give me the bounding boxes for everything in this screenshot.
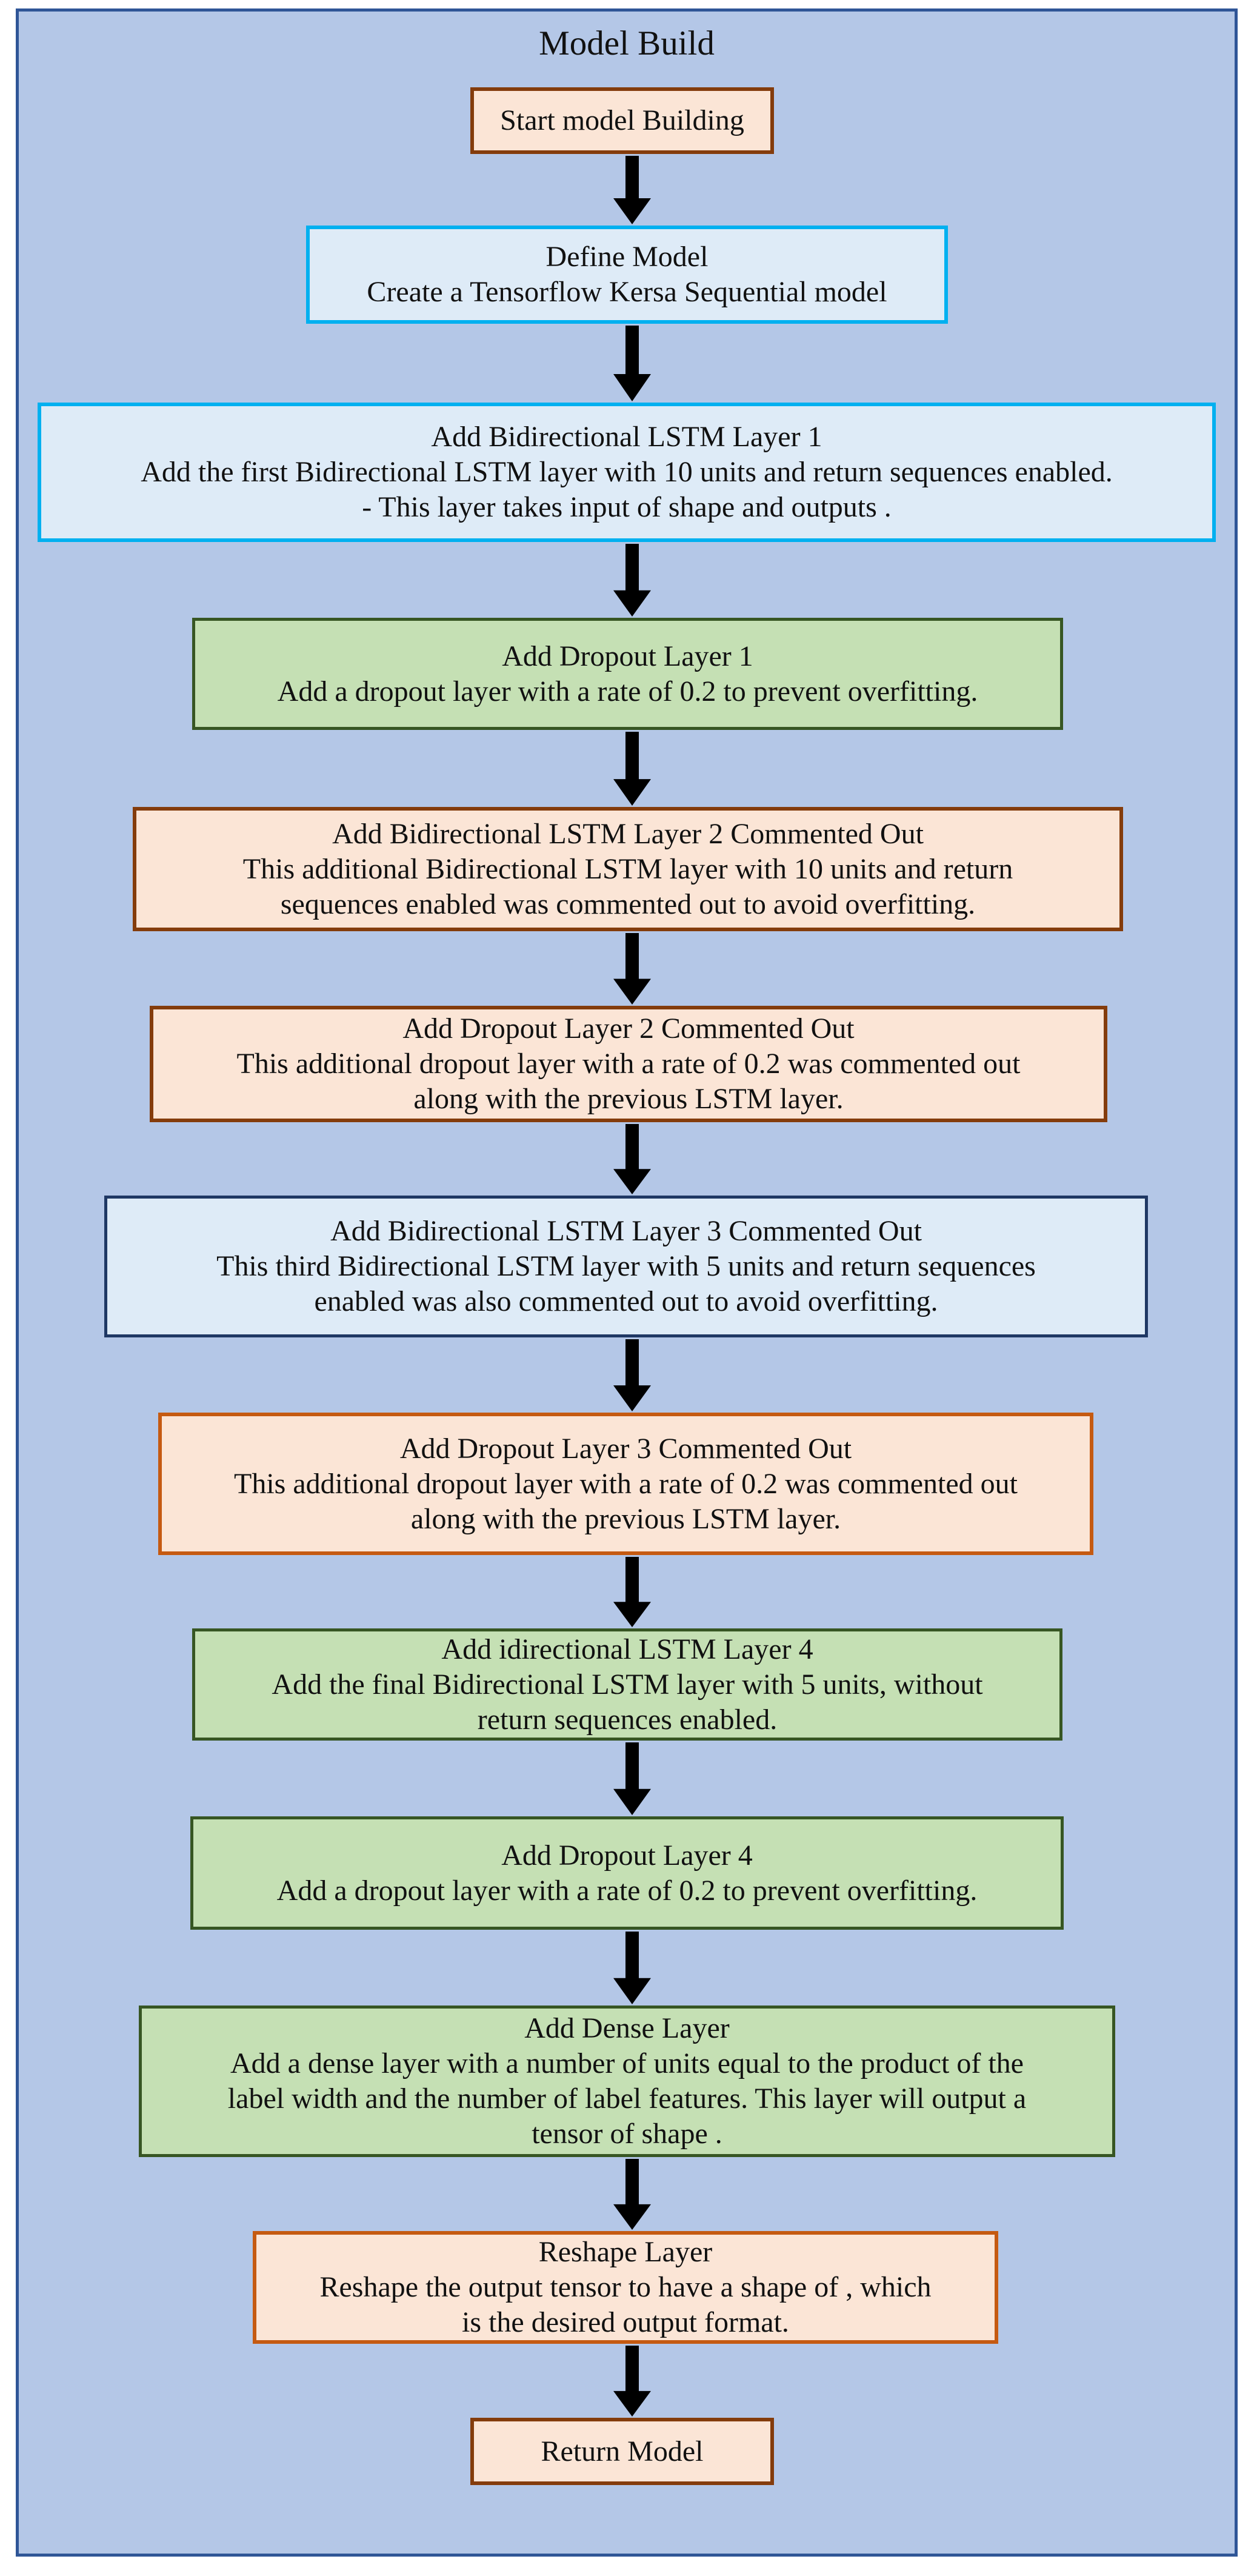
bilstm-layer-3-desc-1: This third Bidirectional LSTM layer with… bbox=[216, 1250, 1036, 1282]
bilstm-layer-3-desc-2: enabled was also commented out to avoid … bbox=[314, 1285, 938, 1317]
reshape-layer-title: Reshape Layer bbox=[538, 2236, 713, 2268]
dropout-layer-3-node: Add Dropout Layer 3 Commented Out This a… bbox=[158, 1413, 1093, 1555]
return-model-node: Return Model bbox=[470, 2418, 774, 2485]
flow-arrow bbox=[611, 326, 653, 401]
dense-layer-title: Add Dense Layer bbox=[524, 2012, 730, 2044]
bilstm-layer-4-desc-2: return sequences enabled. bbox=[477, 1703, 778, 1736]
flow-arrow bbox=[611, 933, 653, 1005]
bilstm-layer-2-node: Add Bidirectional LSTM Layer 2 Commented… bbox=[133, 807, 1123, 931]
flow-arrow bbox=[611, 732, 653, 806]
define-model-node: Define Model Create a Tensorflow Kersa S… bbox=[306, 226, 948, 324]
bilstm-layer-1-node: Add Bidirectional LSTM Layer 1 Add the f… bbox=[38, 403, 1216, 542]
bilstm-layer-4-node: Add idirectional LSTM Layer 4 Add the fi… bbox=[192, 1628, 1062, 1741]
bilstm-layer-3-node: Add Bidirectional LSTM Layer 3 Commented… bbox=[104, 1196, 1148, 1337]
reshape-layer-node: Reshape Layer Reshape the output tensor … bbox=[253, 2231, 998, 2344]
dropout-layer-1-desc: Add a dropout layer with a rate of 0.2 t… bbox=[277, 675, 978, 708]
dropout-layer-1-node: Add Dropout Layer 1 Add a dropout layer … bbox=[192, 618, 1063, 730]
dropout-layer-2-desc-1: This additional dropout layer with a rat… bbox=[236, 1048, 1021, 1080]
bilstm-layer-1-desc-2: - This layer takes input of shape and ou… bbox=[362, 491, 892, 523]
dense-layer-desc-3: tensor of shape . bbox=[532, 2118, 722, 2150]
dropout-layer-3-desc-2: along with the previous LSTM layer. bbox=[410, 1502, 841, 1535]
define-model-desc: Create a Tensorflow Kersa Sequential mod… bbox=[367, 276, 887, 308]
return-model-label: Return Model bbox=[541, 2435, 704, 2467]
dropout-layer-2-node: Add Dropout Layer 2 Commented Out This a… bbox=[150, 1006, 1107, 1122]
bilstm-layer-2-title: Add Bidirectional LSTM Layer 2 Commented… bbox=[332, 817, 924, 850]
dense-layer-desc-2: label width and the number of label feat… bbox=[227, 2083, 1027, 2115]
flow-arrow bbox=[611, 1339, 653, 1411]
reshape-layer-desc-2: is the desired output format. bbox=[462, 2306, 789, 2338]
bilstm-layer-3-title: Add Bidirectional LSTM Layer 3 Commented… bbox=[330, 1215, 922, 1247]
bilstm-layer-4-title: Add idirectional LSTM Layer 4 bbox=[441, 1633, 813, 1665]
dropout-layer-2-desc-2: along with the previous LSTM layer. bbox=[413, 1083, 844, 1115]
bilstm-layer-2-desc-2: sequences enabled was commented out to a… bbox=[280, 888, 976, 920]
flow-arrow bbox=[611, 2159, 653, 2230]
start-node: Start model Building bbox=[470, 87, 774, 154]
bilstm-layer-2-desc-1: This additional Bidirectional LSTM layer… bbox=[242, 852, 1013, 885]
flow-arrow bbox=[611, 1124, 653, 1194]
flow-arrow bbox=[611, 544, 653, 617]
flow-arrow bbox=[611, 1932, 653, 2004]
flow-arrow bbox=[611, 2346, 653, 2417]
reshape-layer-desc-1: Reshape the output tensor to have a shap… bbox=[319, 2271, 932, 2303]
dropout-layer-4-desc: Add a dropout layer with a rate of 0.2 t… bbox=[276, 1874, 978, 1907]
diagram-title: Model Build bbox=[539, 24, 715, 62]
dropout-layer-4-node: Add Dropout Layer 4 Add a dropout layer … bbox=[190, 1816, 1064, 1930]
start-node-label: Start model Building bbox=[500, 104, 744, 136]
flow-arrow bbox=[611, 1742, 653, 1815]
dropout-layer-4-title: Add Dropout Layer 4 bbox=[501, 1839, 753, 1872]
dropout-layer-3-desc-1: This additional dropout layer with a rat… bbox=[234, 1467, 1018, 1500]
flow-arrow bbox=[611, 1557, 653, 1627]
dropout-layer-1-title: Add Dropout Layer 1 bbox=[502, 640, 753, 672]
dense-layer-node: Add Dense Layer Add a dense layer with a… bbox=[139, 2006, 1115, 2157]
bilstm-layer-1-title: Add Bidirectional LSTM Layer 1 bbox=[431, 421, 822, 453]
dense-layer-desc-1: Add a dense layer with a number of units… bbox=[230, 2047, 1024, 2079]
bilstm-layer-4-desc-1: Add the final Bidirectional LSTM layer w… bbox=[272, 1668, 983, 1701]
flow-arrow bbox=[611, 156, 653, 224]
bilstm-layer-1-desc-1: Add the first Bidirectional LSTM layer w… bbox=[141, 456, 1113, 488]
define-model-title: Define Model bbox=[545, 241, 709, 273]
dropout-layer-2-title: Add Dropout Layer 2 Commented Out bbox=[402, 1012, 855, 1045]
dropout-layer-3-title: Add Dropout Layer 3 Commented Out bbox=[399, 1432, 852, 1465]
